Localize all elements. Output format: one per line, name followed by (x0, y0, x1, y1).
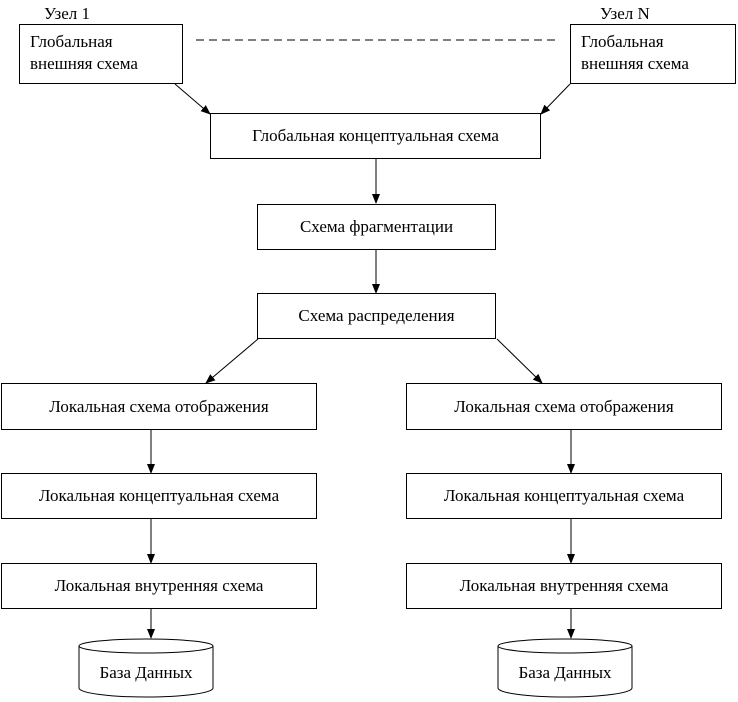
right-local-mapping-schema: Локальная схема отображения (406, 383, 722, 430)
arrow-distribution-to-right-mapping (496, 338, 543, 384)
arrow-left-ext-to-global (174, 83, 211, 115)
left-local-mapping-schema: Локальная схема отображения (1, 383, 317, 430)
global-conceptual-schema: Глобальная концептуальная схема (210, 113, 541, 159)
left-local-internal-schema: Локальная внутренняя схема (1, 563, 317, 609)
fragmentation-schema: Схема фрагментации (257, 204, 496, 250)
left-local-conceptual-schema: Локальная концептуальная схема (1, 473, 317, 519)
right-local-conceptual-schema: Локальная концептуальная схема (406, 473, 722, 519)
left-database-label: База Данных (99, 663, 193, 682)
node-1-label: Узел 1 (44, 4, 91, 23)
left-database-icon (78, 638, 214, 698)
right-database-icon (497, 638, 633, 698)
left-external-line-1: Глобальная (30, 32, 113, 51)
arrow-distribution-to-left-mapping (205, 338, 259, 384)
right-global-external-schema: Глобальная внешняя схема (570, 24, 736, 84)
arrow-right-ext-to-global (540, 83, 571, 115)
right-local-internal-schema: Локальная внутренняя схема (406, 563, 722, 609)
right-external-line-1: Глобальная (581, 32, 664, 51)
left-database-cylinder: База Данных (78, 638, 214, 698)
left-global-external-schema: Глобальная внешняя схема (19, 24, 183, 84)
right-database-label: База Данных (518, 663, 612, 682)
right-external-line-2: внешняя схема (581, 54, 689, 73)
right-database-cylinder: База Данных (497, 638, 633, 698)
node-n-label: Узел N (600, 4, 650, 23)
left-external-line-2: внешняя схема (30, 54, 138, 73)
distribution-schema: Схема распределения (257, 293, 496, 339)
